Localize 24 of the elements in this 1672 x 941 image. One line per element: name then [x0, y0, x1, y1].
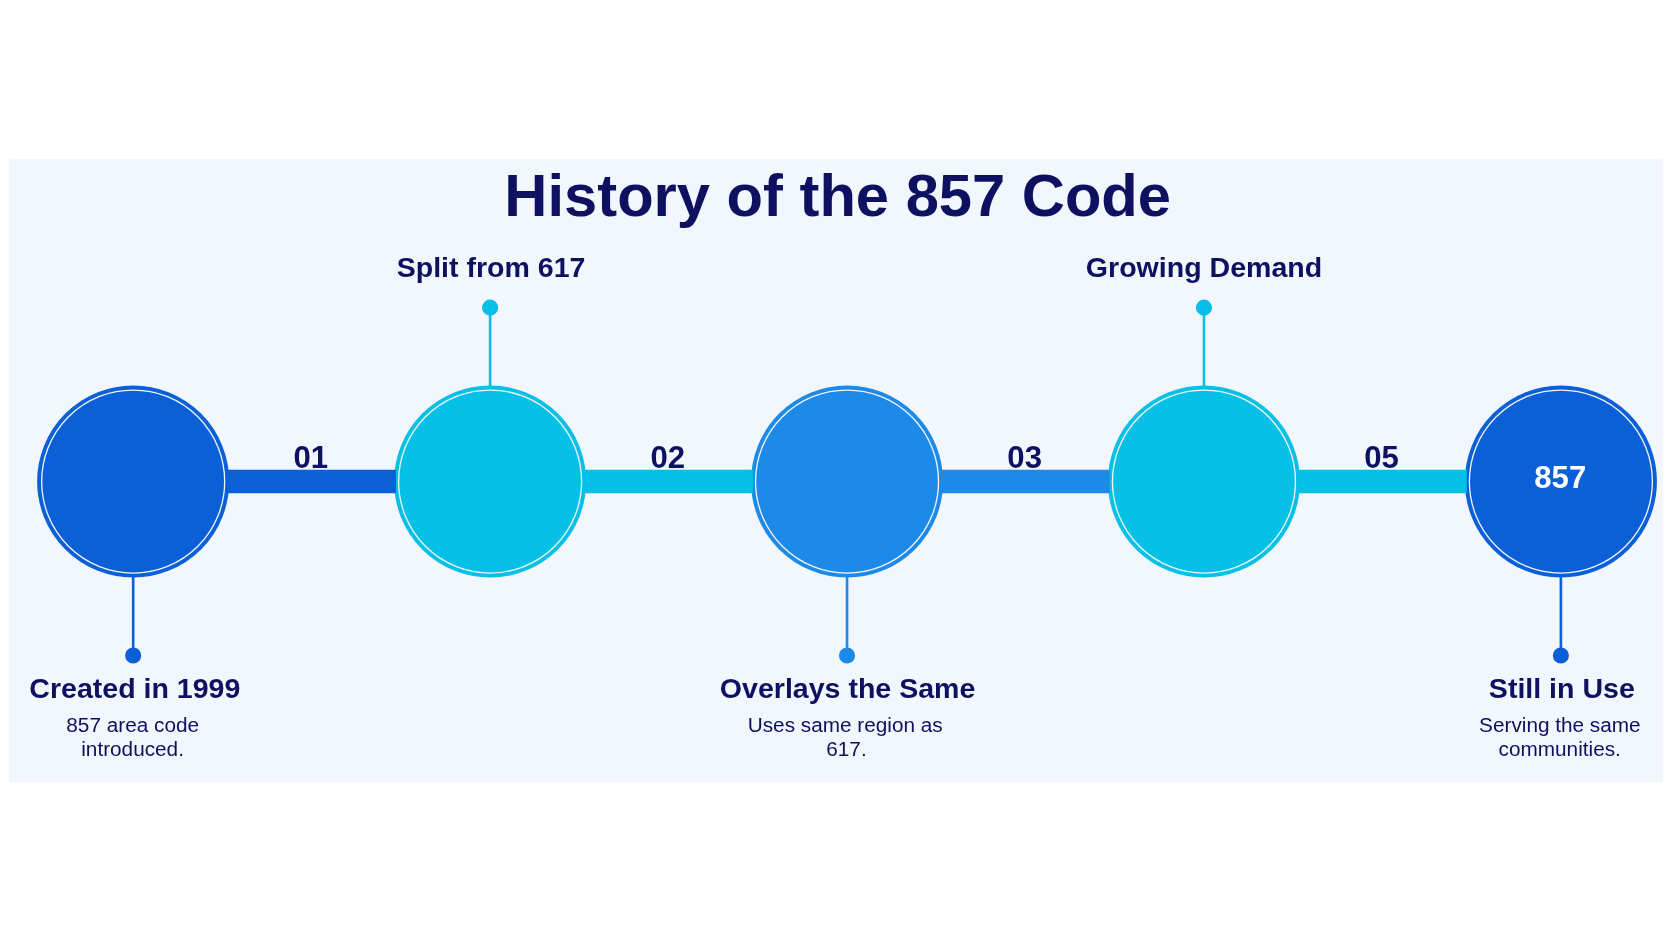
node-text: Overlays the Same Uses same region as 617.	[719, 672, 976, 760]
connector	[1552, 575, 1569, 664]
node-circle	[1107, 385, 1300, 578]
connector	[227, 469, 396, 494]
connector	[839, 575, 856, 664]
node-text: Split from 617	[396, 250, 586, 283]
connector	[584, 469, 753, 494]
edge-label: 03	[1007, 439, 1042, 475]
connector	[482, 299, 499, 387]
node-circle	[751, 385, 944, 578]
node-text: Growing Demand	[1085, 250, 1323, 283]
node-text: Still in Use Serving the same communities.	[1479, 672, 1641, 760]
connector	[941, 469, 1110, 494]
node-text: Created in 1999 857 area code introduced.	[29, 672, 241, 760]
edge-label: 01	[293, 439, 329, 475]
diagram-title: History of the 857 Code	[504, 161, 1172, 229]
connector	[1298, 469, 1467, 494]
node-circle	[37, 385, 230, 578]
connector	[125, 575, 142, 664]
node-circle: 857	[1464, 385, 1657, 578]
node-circle	[394, 385, 587, 578]
edge-label: 05	[1364, 439, 1399, 475]
connector	[1195, 299, 1212, 387]
edge-label: 02	[650, 439, 686, 475]
